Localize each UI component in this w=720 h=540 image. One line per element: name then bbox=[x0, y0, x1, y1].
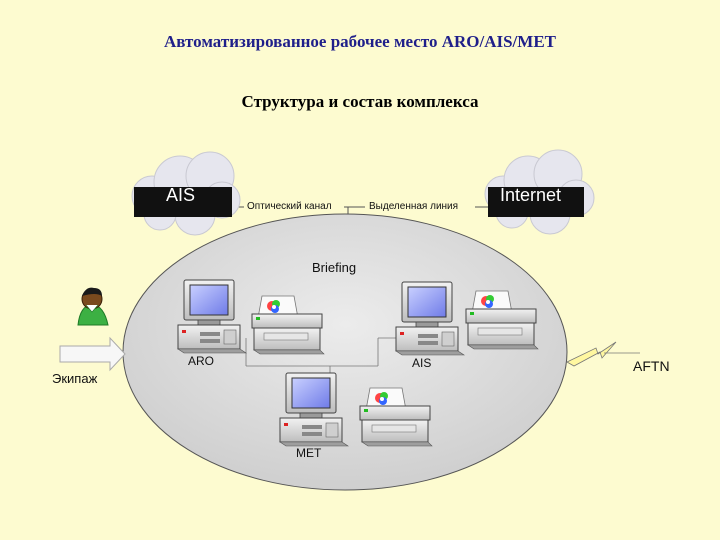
cloud-internet: Internet bbox=[484, 149, 595, 235]
briefing-label: Briefing bbox=[312, 260, 356, 275]
crew-arrow bbox=[59, 336, 126, 372]
aftn-lightning-icon bbox=[566, 341, 617, 367]
aftn-label: AFTN bbox=[633, 358, 670, 374]
page-subtitle: Структура и состав комплекса bbox=[241, 92, 479, 111]
link-label-right: Выделенная линия bbox=[369, 201, 458, 212]
page-title: Автоматизированное рабочее место ARO/AIS… bbox=[164, 32, 556, 51]
ais-label: AIS bbox=[412, 356, 431, 370]
link-label-left: Оптический канал bbox=[247, 201, 332, 212]
cloud-ais: AIS bbox=[131, 151, 241, 236]
cloud-internet-label: Internet bbox=[500, 185, 561, 205]
crew-label: Экипаж bbox=[52, 371, 98, 386]
aro-label: ARO bbox=[188, 354, 214, 368]
cloud-ais-label: AIS bbox=[166, 185, 195, 205]
met-label: MET bbox=[296, 446, 322, 460]
crew-person-icon bbox=[77, 287, 109, 326]
